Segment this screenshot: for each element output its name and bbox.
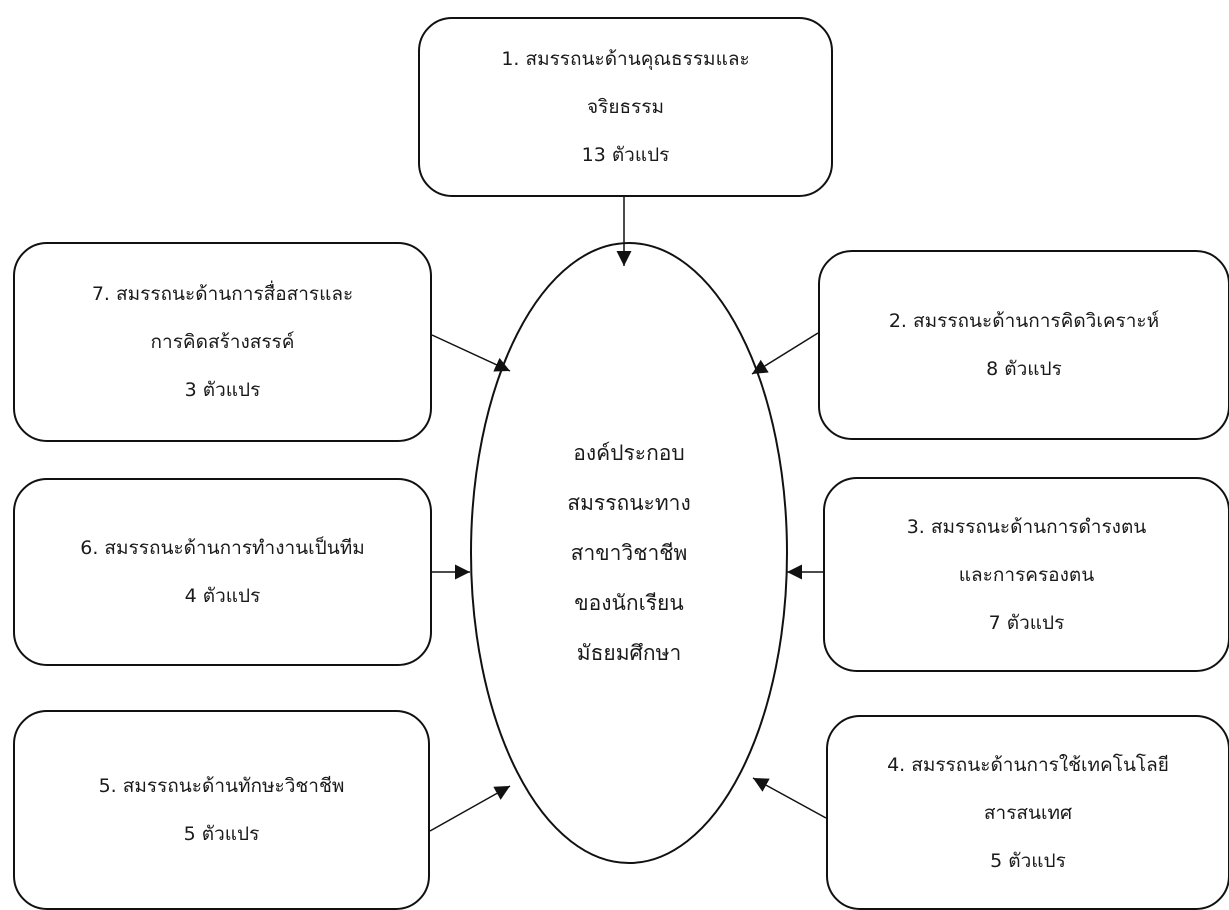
arrow-7 — [431, 334, 511, 372]
box-title: 7. สมรรถนะด้านการสื่อสารและ — [91, 283, 354, 305]
box-title: สารสนเทศ — [983, 801, 1073, 824]
box-count: 7 ตัวแปร — [988, 611, 1065, 634]
arrow-4 — [752, 777, 827, 819]
box-title: 5. สมรรถนะด้านทักษะวิชาชีพ — [98, 775, 345, 797]
component-box-6: 6. สมรรถนะด้านการทำงานเป็นทีม 4 ตัวแปร — [13, 478, 432, 666]
box-count: 5 ตัวแปร — [183, 823, 260, 845]
box-title: และการครองตน — [958, 563, 1095, 586]
component-box-3: 3. สมรรถนะด้านการดำรงตน และการครองตน 7 ต… — [823, 477, 1229, 672]
component-box-4: 4. สมรรถนะด้านการใช้เทคโนโลยี สารสนเทศ 5… — [826, 715, 1229, 910]
box-title: การคิดสร้างสรรค์ — [150, 331, 295, 353]
box-title: 1. สมรรถนะด้านคุณธรรมและ — [501, 48, 750, 70]
box-count: 4 ตัวแปร — [184, 585, 261, 607]
arrow-2 — [751, 332, 819, 375]
component-box-1: 1. สมรรถนะด้านคุณธรรมและ จริยธรรม 13 ตัว… — [418, 17, 833, 197]
box-count: 13 ตัวแปร — [581, 144, 670, 166]
component-box-5: 5. สมรรถนะด้านทักษะวิชาชีพ 5 ตัวแปร — [13, 710, 430, 910]
center-ellipse — [470, 242, 788, 864]
arrow-5 — [429, 785, 511, 832]
box-count: 3 ตัวแปร — [184, 379, 261, 401]
box-title: 6. สมรรถนะด้านการทำงานเป็นทีม — [80, 537, 365, 559]
box-count: 8 ตัวแปร — [986, 358, 1062, 380]
box-title: 2. สมรรถนะด้านการคิดวิเคราะห์ — [888, 310, 1160, 332]
box-count: 5 ตัวแปร — [990, 849, 1066, 872]
box-title: จริยธรรม — [586, 96, 664, 118]
box-title: 4. สมรรถนะด้านการใช้เทคโนโลยี — [887, 753, 1169, 776]
component-box-7: 7. สมรรถนะด้านการสื่อสารและ การคิดสร้างส… — [13, 242, 432, 442]
component-box-2: 2. สมรรถนะด้านการคิดวิเคราะห์ 8 ตัวแปร — [818, 250, 1229, 440]
box-title: 3. สมรรถนะด้านการดำรงตน — [906, 515, 1147, 538]
